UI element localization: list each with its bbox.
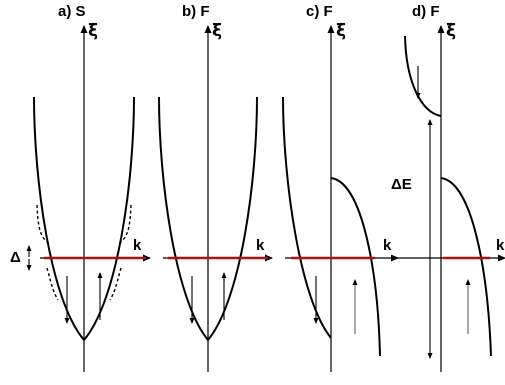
panel-d-delta-e-label: ΔE bbox=[391, 176, 412, 193]
panel-d-lower-band-curve bbox=[440, 177, 492, 357]
panel-d-xi-label: ξ bbox=[446, 21, 456, 41]
panel-a-gap-dashed-right bbox=[109, 204, 132, 301]
panel-c-right-band-curve bbox=[330, 177, 381, 357]
panel-b-k-label: k bbox=[256, 237, 265, 254]
panel-c-title: c) F bbox=[306, 3, 333, 20]
panel-b-xi-label: ξ bbox=[212, 21, 222, 41]
panel-a-superconductor: a) S ξ k Δ bbox=[10, 3, 151, 372]
panel-c-xi-label: ξ bbox=[336, 21, 346, 41]
panel-c-left-band-curve bbox=[282, 96, 332, 339]
panel-c-ferromagnet: c) F ξ k bbox=[282, 3, 399, 372]
panel-a-k-label: k bbox=[133, 237, 142, 254]
panel-d-ferromagnet: d) F ξ k ΔE bbox=[391, 3, 505, 372]
panel-a-band-curve bbox=[33, 96, 135, 342]
panel-c-k-label: k bbox=[383, 237, 392, 254]
panel-d-upper-band-curve bbox=[404, 35, 442, 117]
panel-a-gap-label: Δ bbox=[10, 249, 21, 266]
panel-d-k-label: k bbox=[496, 237, 505, 254]
panel-b-title: b) F bbox=[182, 3, 210, 20]
panel-d-title: d) F bbox=[412, 3, 440, 20]
panel-a-gap-dashed-left bbox=[36, 204, 59, 301]
panel-a-xi-label: ξ bbox=[88, 21, 98, 41]
panel-b-ferromagnet: b) F ξ k bbox=[158, 3, 273, 372]
panel-a-title: a) S bbox=[58, 3, 86, 20]
panel-b-band-curve bbox=[158, 96, 258, 342]
